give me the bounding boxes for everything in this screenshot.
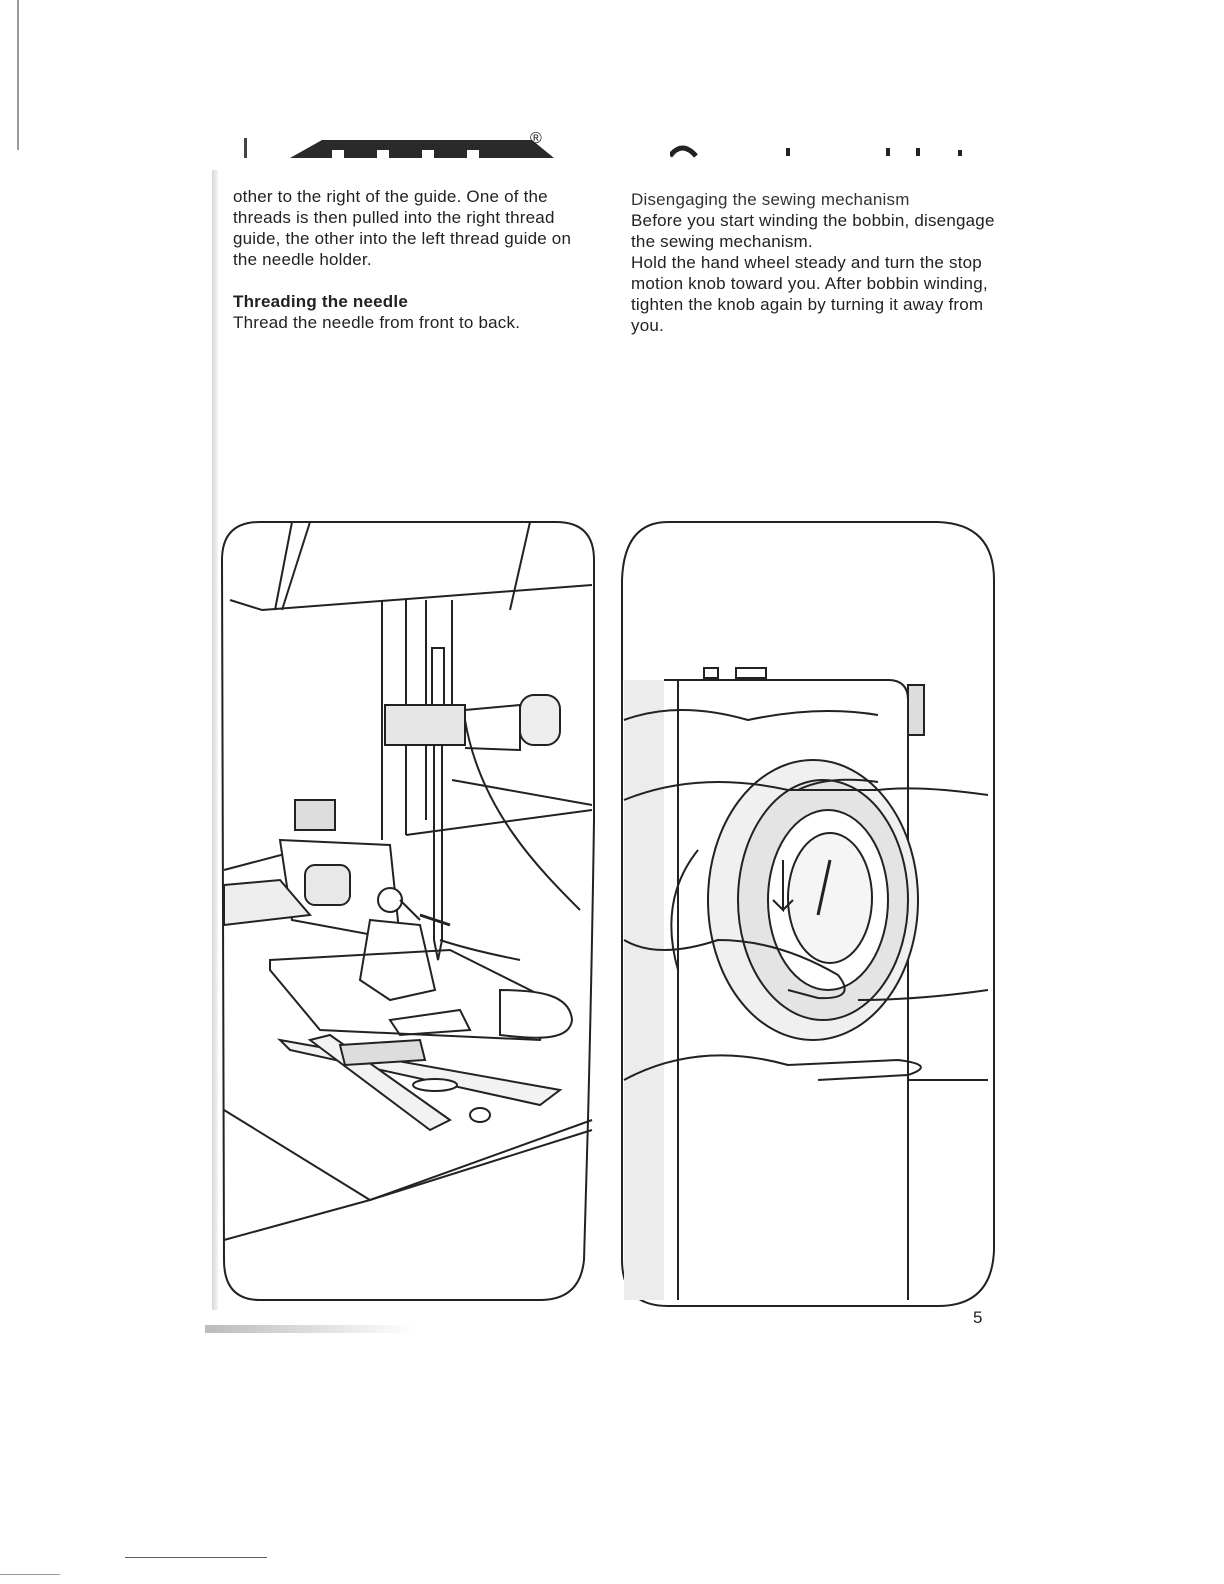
threading-heading: Threading the needle: [233, 292, 408, 311]
gray-underline: [0, 1574, 60, 1575]
disengaging-heading: Disengaging the sewing mechanism: [631, 190, 910, 209]
left-column: other to the right of the guide. One of …: [233, 186, 593, 333]
header-fragment: [670, 145, 962, 158]
registered-mark: ®: [530, 130, 542, 147]
blue-underline: [125, 1557, 267, 1558]
scan-shadow: [205, 1325, 415, 1333]
right-column: Disengaging the sewing mechanism Before …: [631, 189, 1011, 336]
brand-logo: [244, 138, 554, 158]
page-number: 5: [973, 1308, 983, 1327]
disengaging-body-2: Hold the hand wheel steady and turn the …: [631, 253, 988, 335]
needle-threading-illustration: [220, 521, 595, 1301]
threading-body: Thread the needle from front to back.: [233, 313, 521, 332]
disengaging-body-1: Before you start winding the bobbin, dis…: [631, 211, 995, 251]
intro-paragraph: other to the right of the guide. One of …: [233, 187, 572, 269]
binding-line: [17, 0, 19, 150]
hand-wheel-illustration: [621, 521, 995, 1307]
page-edge: [212, 170, 218, 1310]
